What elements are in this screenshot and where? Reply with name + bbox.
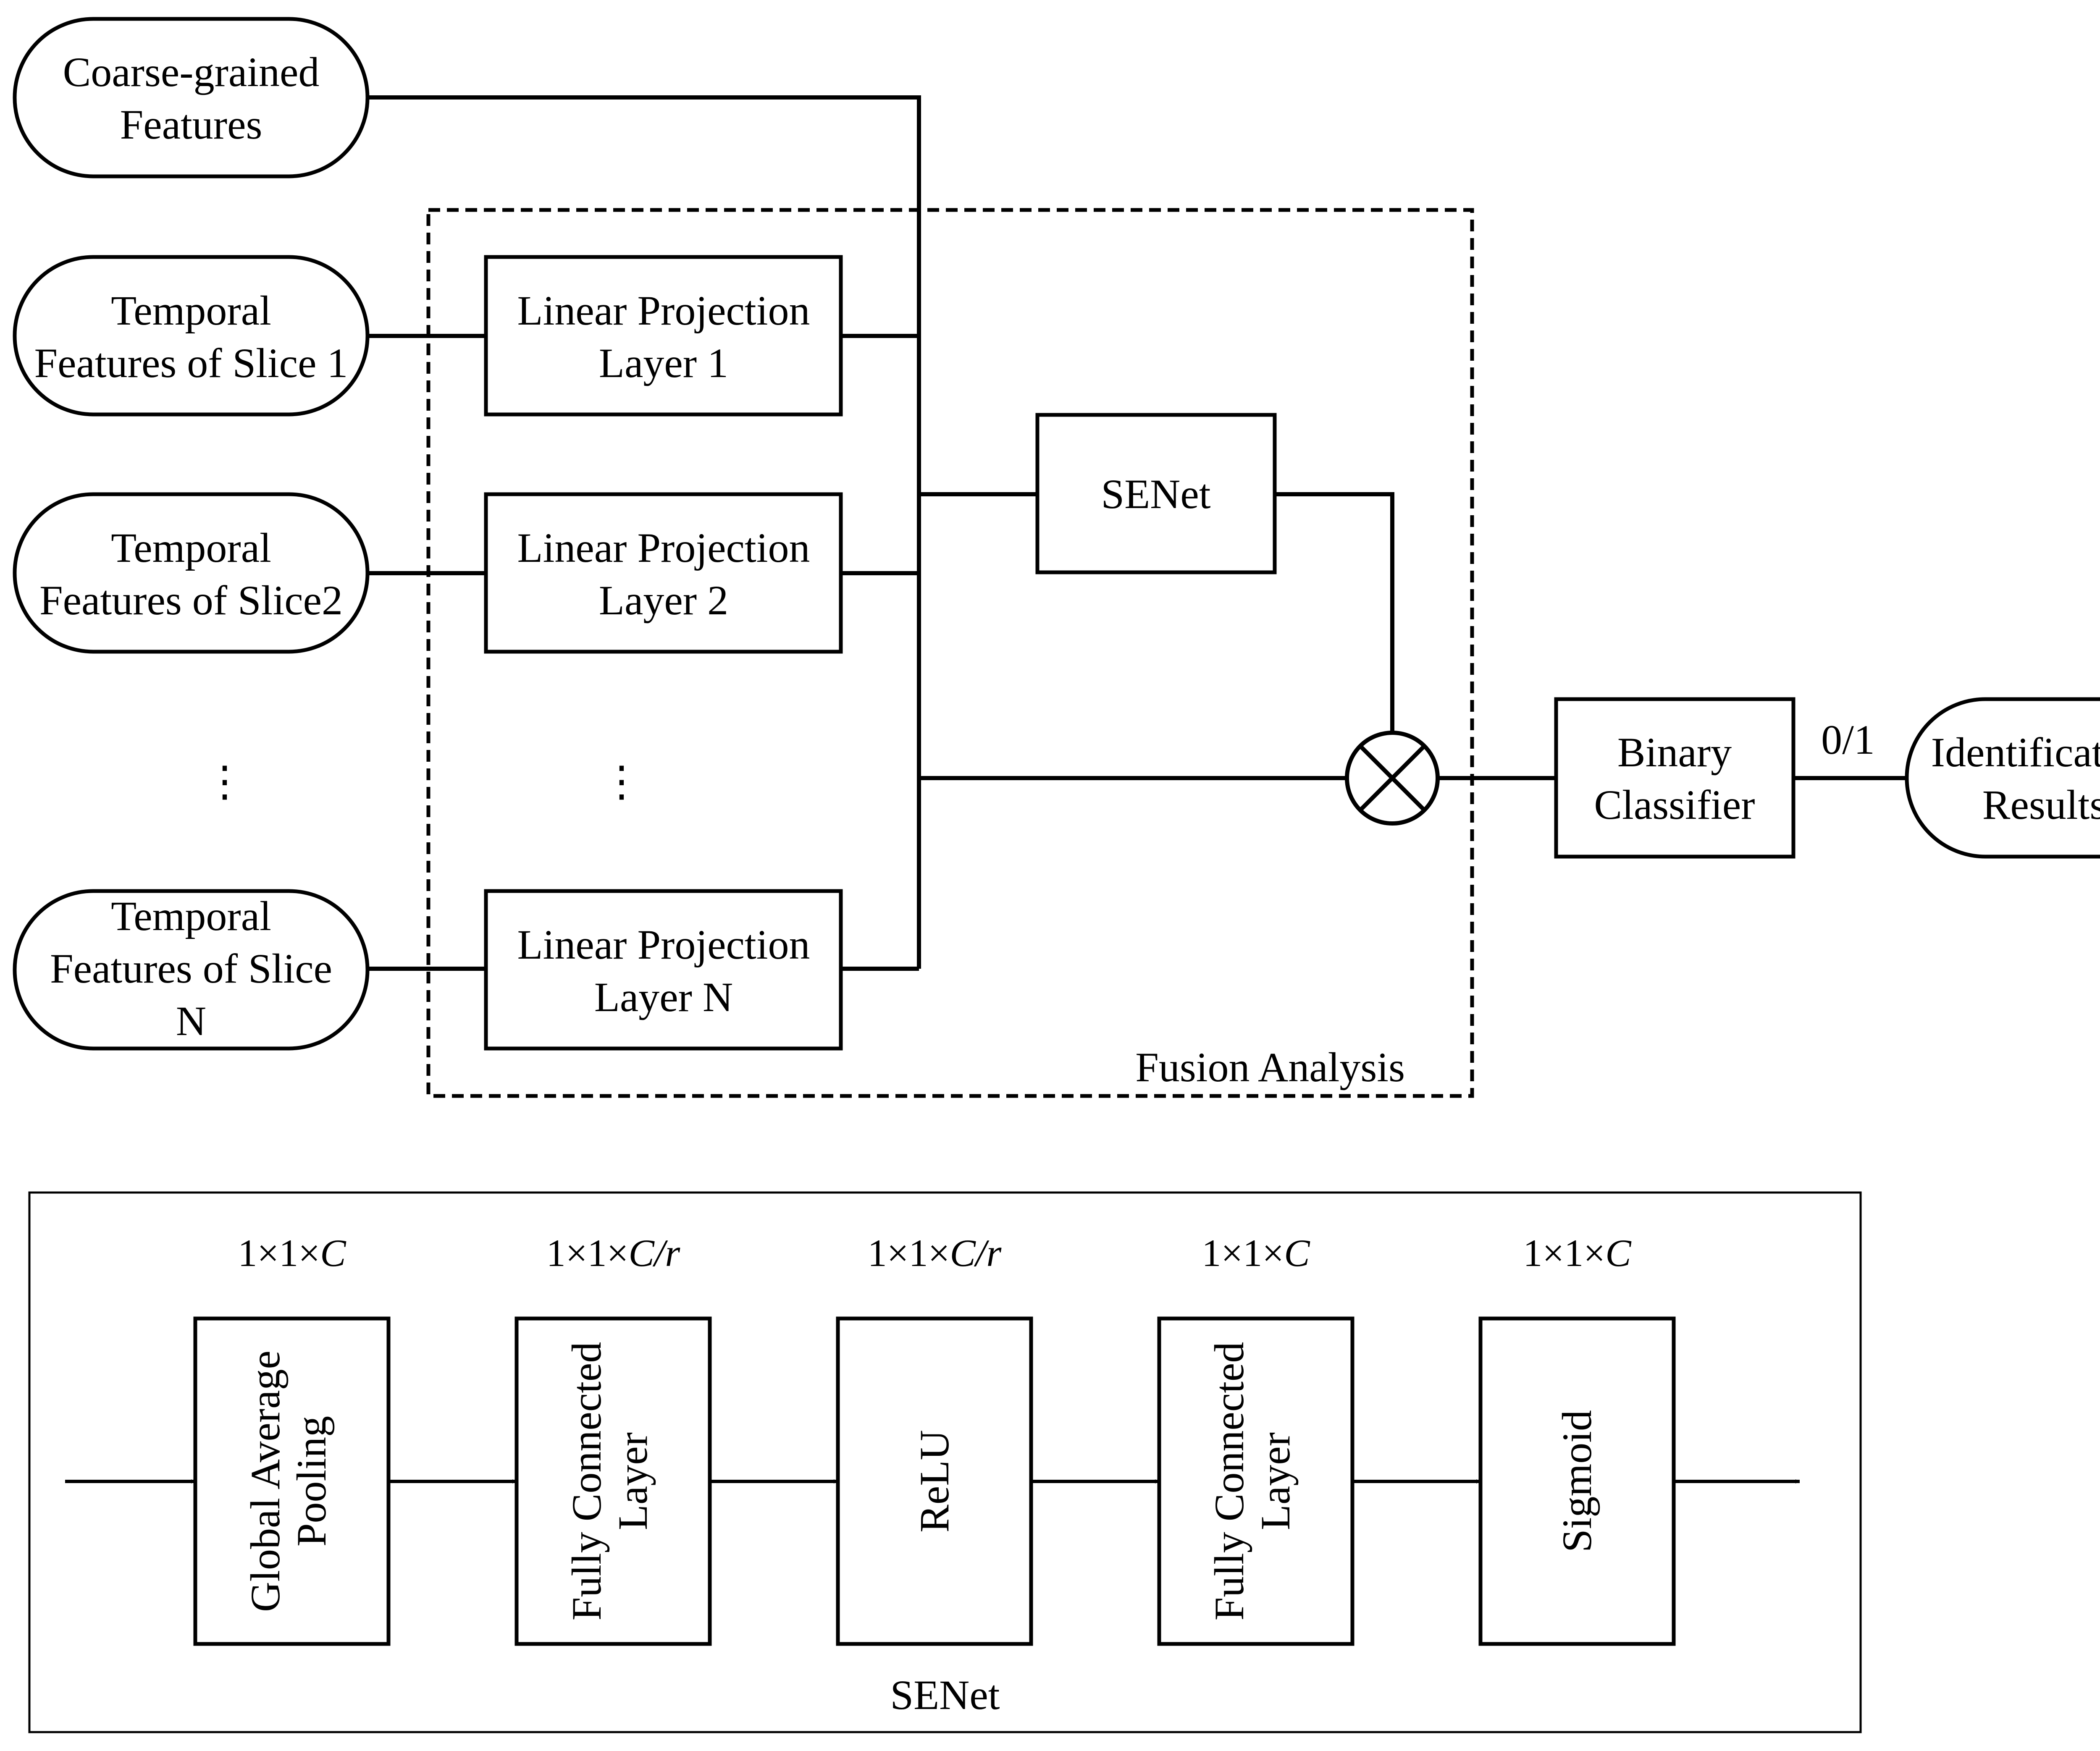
slice1-features-input: Temporal Features of Slice 1 xyxy=(13,255,370,417)
arrow-senet-to-multiply xyxy=(1275,492,1394,733)
classifier-line2: Classifier xyxy=(1594,781,1755,828)
senet-stage-3-dimension: 1×1×C/r xyxy=(868,1232,1002,1274)
coarse-features-line2: Features xyxy=(120,101,262,148)
senet-stage-1-label-line1: Global Average xyxy=(242,1350,289,1612)
binary-classifier-block: Binary Classifier xyxy=(1554,697,1796,859)
senet-block: SENet xyxy=(1035,413,1277,574)
senet-stage-2-label-line2: Layer xyxy=(609,1432,656,1530)
senet-stage-1-label-line2: Pooling xyxy=(288,1416,335,1547)
slice2-features-input: Temporal Features of Slice2 xyxy=(13,492,370,654)
linear-projection-layer-n: Linear Projection Layer N xyxy=(484,889,843,1051)
senet-stage-4-label-line1: Fully Connected xyxy=(1206,1342,1252,1621)
projections-ellipsis: ⋮ xyxy=(601,758,643,805)
projection-n-line1: Linear Projection xyxy=(517,921,810,968)
linear-projection-layer-1: Linear Projection Layer 1 xyxy=(484,255,843,417)
projection-1-line1: Linear Projection xyxy=(517,287,810,334)
coarse-features-connector xyxy=(368,95,921,969)
sliceN-features-line2: Features of Slice xyxy=(50,945,332,992)
senet-stage-2-label-line1: Fully Connected xyxy=(563,1342,610,1621)
slice2-features-line2: Features of Slice2 xyxy=(39,577,343,624)
output-value-label: 0/1 xyxy=(1821,716,1875,763)
senet-detail-caption: SENet xyxy=(890,1672,1000,1718)
senet-stage-4-dimension: 1×1×C xyxy=(1202,1232,1310,1274)
coarse-features-line1: Coarse-grained xyxy=(63,49,320,95)
slice1-features-line2: Features of Slice 1 xyxy=(34,340,348,386)
sliceN-features-line3: N xyxy=(176,998,206,1044)
projection-2-line2: Layer 2 xyxy=(599,577,728,624)
senet-detail-panel xyxy=(28,1191,1862,1733)
projection-n-line2: Layer N xyxy=(594,974,733,1020)
inputs-ellipsis: ⋮ xyxy=(204,758,246,805)
classifier-line1: Binary xyxy=(1617,729,1732,776)
result-line2: Results xyxy=(1982,781,2100,828)
slice2-features-line1: Temporal xyxy=(111,524,271,571)
multiply-icon xyxy=(1345,731,1440,826)
coarse-features-input: Coarse-grained Features xyxy=(13,17,370,178)
projection-1-line2: Layer 1 xyxy=(599,340,728,386)
sliceN-features-input: Temporal Features of Slice N xyxy=(13,889,370,1051)
senet-stage-4-label-line2: Layer xyxy=(1252,1432,1299,1530)
slice1-features-line1: Temporal xyxy=(111,287,271,334)
senet-stage-3-label-line1: ReLU xyxy=(911,1430,958,1532)
senet-stage-2-dimension: 1×1×C/r xyxy=(546,1232,681,1274)
fusion-analysis-label: Fusion Analysis xyxy=(1135,1044,1405,1090)
senet-block-label: SENet xyxy=(1101,471,1210,517)
result-line1: Identification xyxy=(1931,729,2100,776)
senet-stage-1-dimension: 1×1×C xyxy=(238,1232,346,1274)
fusion-analysis-region xyxy=(426,208,1474,1098)
sliceN-features-line1: Temporal xyxy=(111,893,271,939)
senet-stage-5-label-line1: Sigmoid xyxy=(1554,1410,1600,1552)
senet-stage-5-dimension: 1×1×C xyxy=(1523,1232,1632,1274)
senet-stage-5: 1×1×C Sigmoid xyxy=(1478,1232,1676,1646)
linear-projection-layer-2: Linear Projection Layer 2 xyxy=(484,492,843,654)
projection-2-line1: Linear Projection xyxy=(517,524,810,571)
identification-results-output: Identification Results xyxy=(1905,697,2100,859)
